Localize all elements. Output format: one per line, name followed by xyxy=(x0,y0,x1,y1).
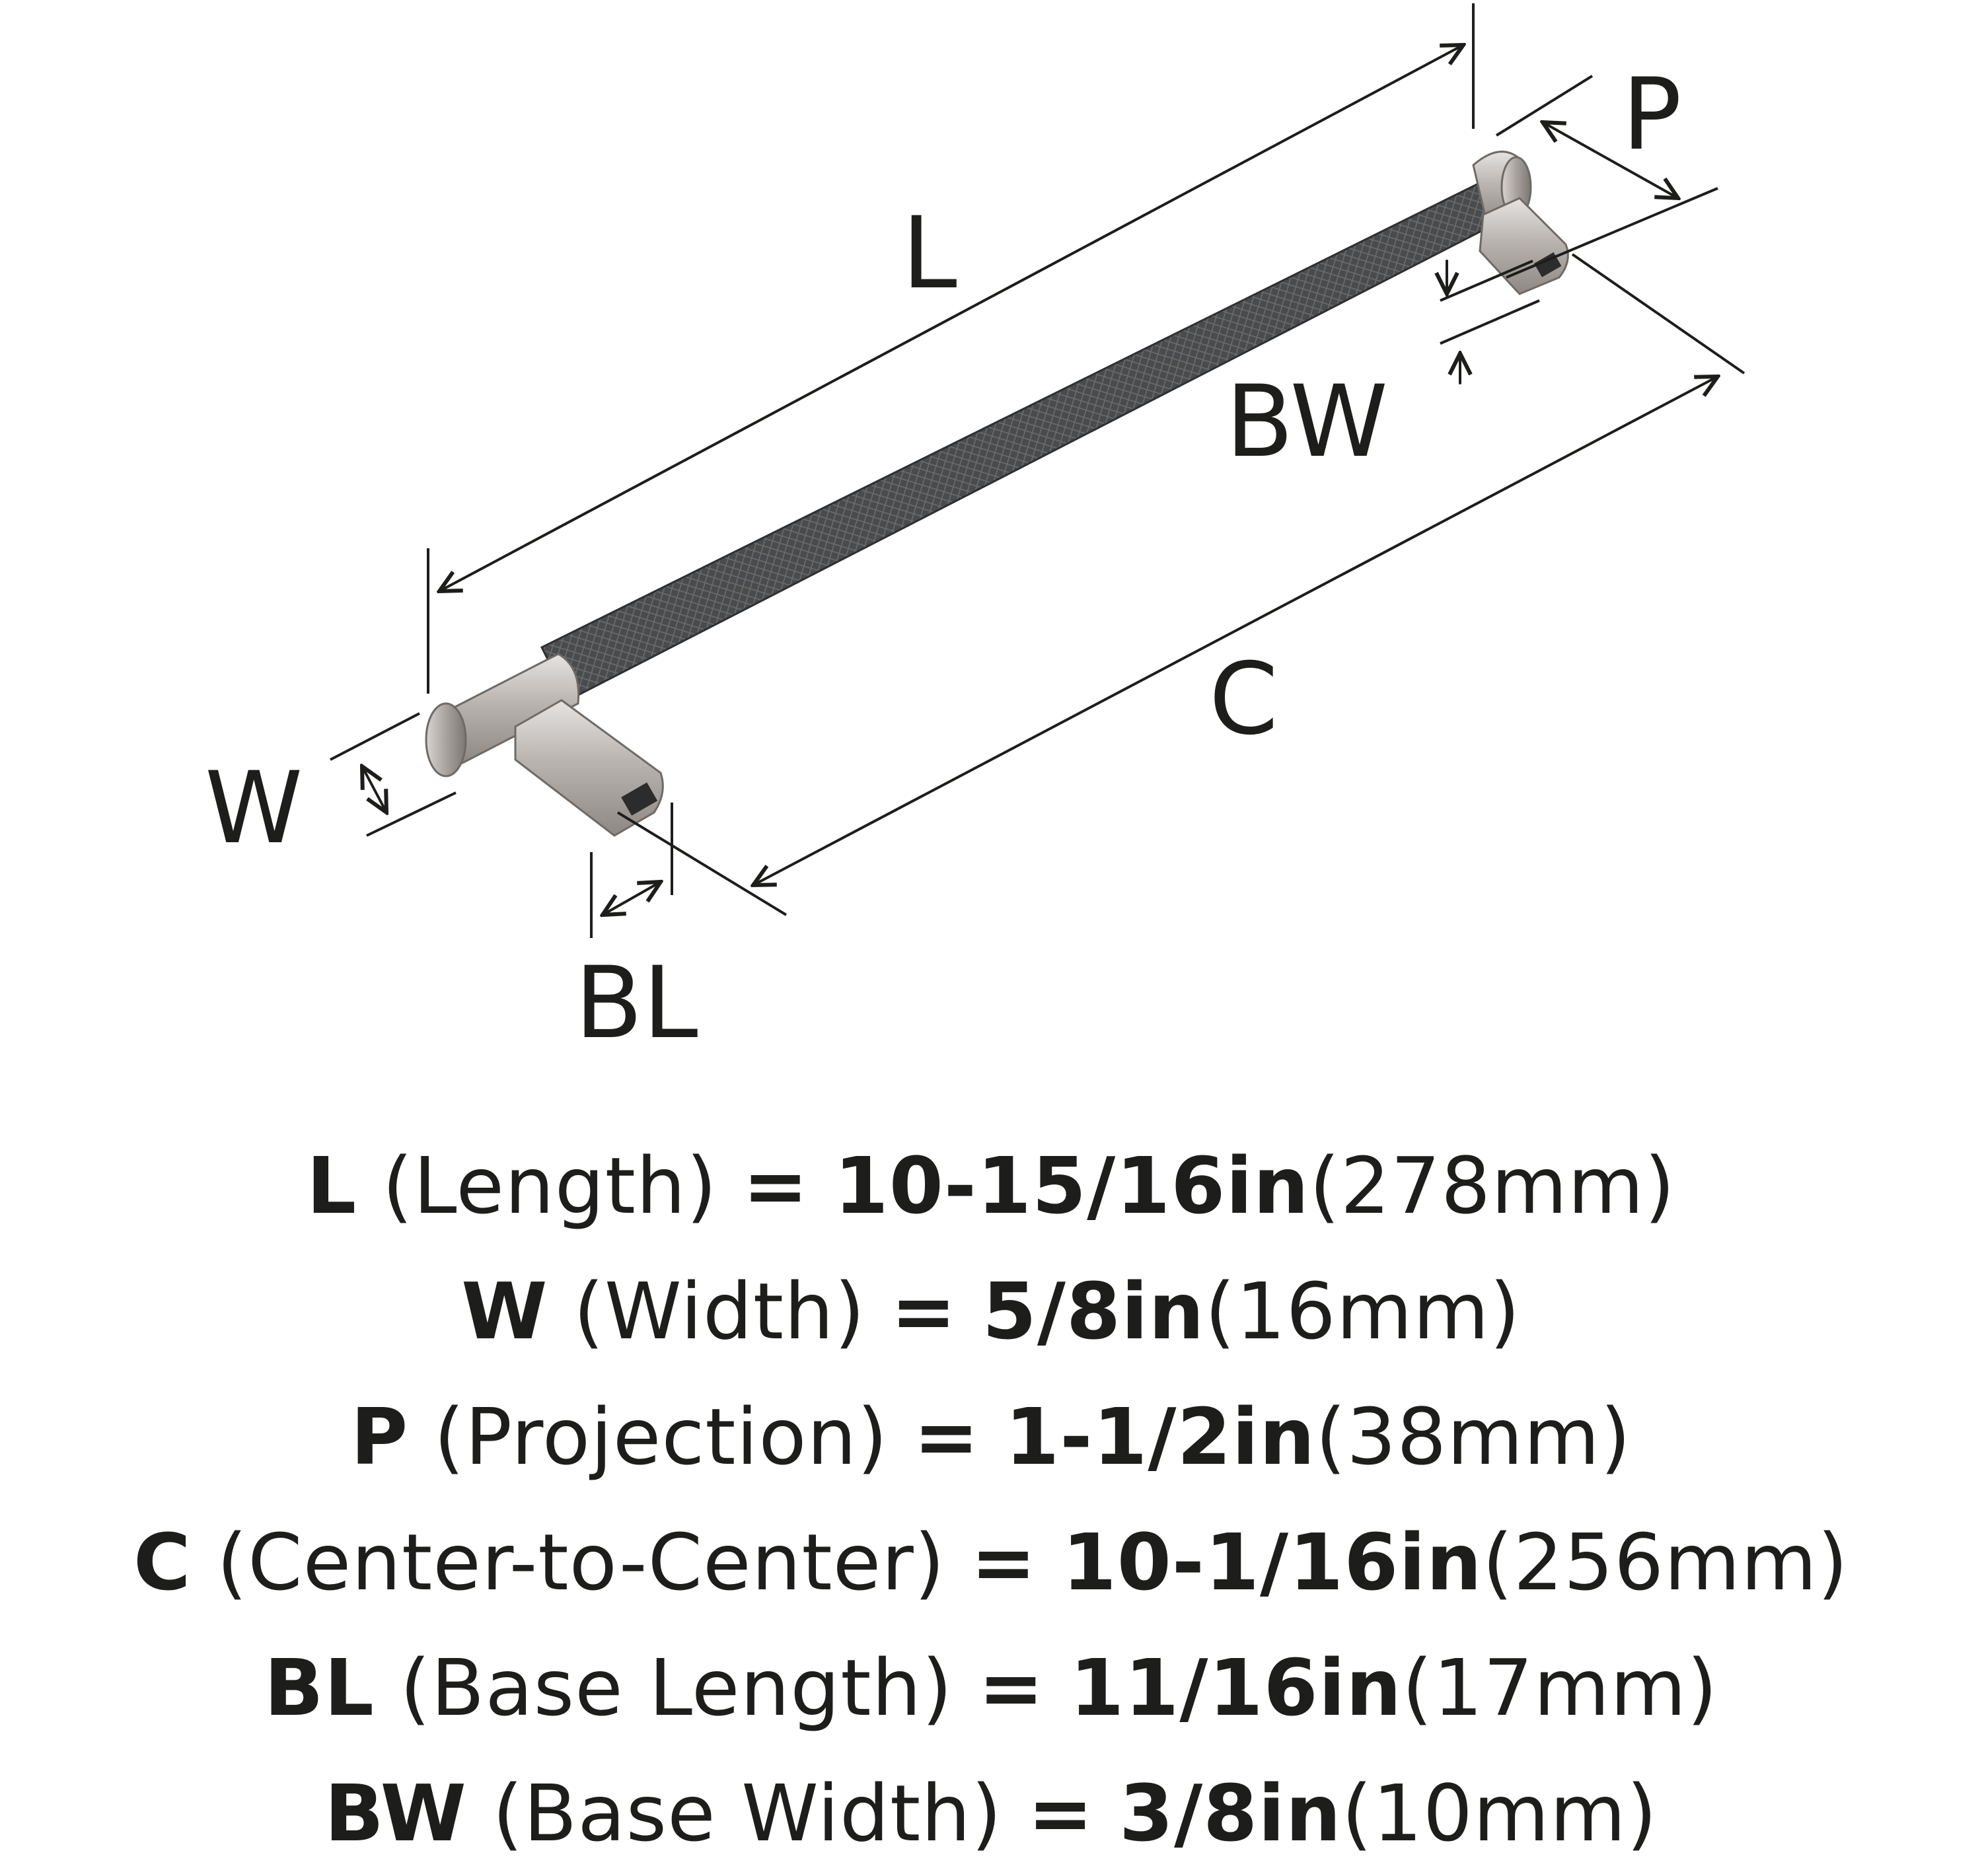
spec-inches: 5/8in xyxy=(982,1266,1205,1357)
spec-equals: = xyxy=(743,1140,809,1231)
spec-millimeters: (17mm) xyxy=(1402,1642,1718,1733)
label-length: L xyxy=(902,196,957,311)
spec-row-center-to-center: C (Center-to-Center) = 10-1/16in(256mm) xyxy=(0,1499,1982,1625)
dimension-spec-list: L (Length) = 10-15/16in(278mm) W (Width)… xyxy=(0,1123,1982,1876)
spec-equals: = xyxy=(971,1517,1037,1608)
dimension-base-width xyxy=(1440,260,1540,384)
spec-abbr: W xyxy=(461,1266,548,1357)
label-base-width: BW xyxy=(1226,365,1388,480)
spec-row-projection: P (Projection) = 1-1/2in(38mm) xyxy=(0,1374,1982,1499)
spec-equals: = xyxy=(913,1391,980,1482)
label-center-to-center: C xyxy=(1209,642,1278,757)
spec-millimeters: (38mm) xyxy=(1315,1391,1632,1482)
spec-equals: = xyxy=(891,1266,957,1357)
spec-millimeters: (10mm) xyxy=(1341,1768,1658,1859)
dimension-base-length xyxy=(590,803,673,938)
spec-name: (Width) xyxy=(573,1266,865,1357)
spec-inches: 11/16in xyxy=(1070,1642,1403,1733)
handle-bar xyxy=(425,151,1569,837)
spec-inches: 10-15/16in xyxy=(834,1140,1309,1231)
spec-inches: 10-1/16in xyxy=(1062,1517,1483,1608)
spec-inches: 1-1/2in xyxy=(1005,1391,1316,1482)
spec-name: (Length) xyxy=(382,1140,717,1231)
label-projection: P xyxy=(1622,57,1681,172)
right-post xyxy=(1479,197,1569,295)
handle-dimension-diagram: L P BW C W BL xyxy=(205,3,1745,1061)
left-end-cap xyxy=(425,653,580,777)
spec-abbr: BW xyxy=(324,1768,467,1859)
spec-equals: = xyxy=(1027,1768,1094,1859)
spec-row-width: W (Width) = 5/8in(16mm) xyxy=(0,1248,1982,1374)
spec-abbr: BL xyxy=(264,1642,375,1733)
spec-equals: = xyxy=(978,1642,1045,1733)
spec-row-base-length: BL (Base Length) = 11/16in(17mm) xyxy=(0,1625,1982,1750)
spec-millimeters: (16mm) xyxy=(1204,1266,1521,1357)
spec-row-base-width: BW (Base Width) = 3/8in(10mm) xyxy=(0,1750,1982,1876)
spec-name: (Base Width) xyxy=(492,1768,1003,1859)
spec-abbr: P xyxy=(350,1391,409,1482)
dimension-projection xyxy=(1495,75,1718,279)
spec-millimeters: (278mm) xyxy=(1309,1140,1676,1231)
label-base-length: BL xyxy=(575,946,698,1061)
spec-name: (Projection) xyxy=(433,1391,889,1482)
dimension-length xyxy=(427,3,1475,694)
spec-millimeters: (256mm) xyxy=(1482,1517,1849,1608)
spec-abbr: L xyxy=(306,1140,357,1231)
spec-name: (Base Length) xyxy=(400,1642,953,1733)
label-width: W xyxy=(205,751,303,866)
dimension-center-to-center xyxy=(616,253,1745,916)
spec-abbr: C xyxy=(133,1517,192,1608)
spec-name: (Center-to-Center) xyxy=(217,1517,945,1608)
spec-row-length: L (Length) = 10-15/16in(278mm) xyxy=(0,1123,1982,1248)
dimension-width xyxy=(330,712,457,837)
spec-inches: 3/8in xyxy=(1119,1768,1342,1859)
left-post xyxy=(514,699,664,837)
